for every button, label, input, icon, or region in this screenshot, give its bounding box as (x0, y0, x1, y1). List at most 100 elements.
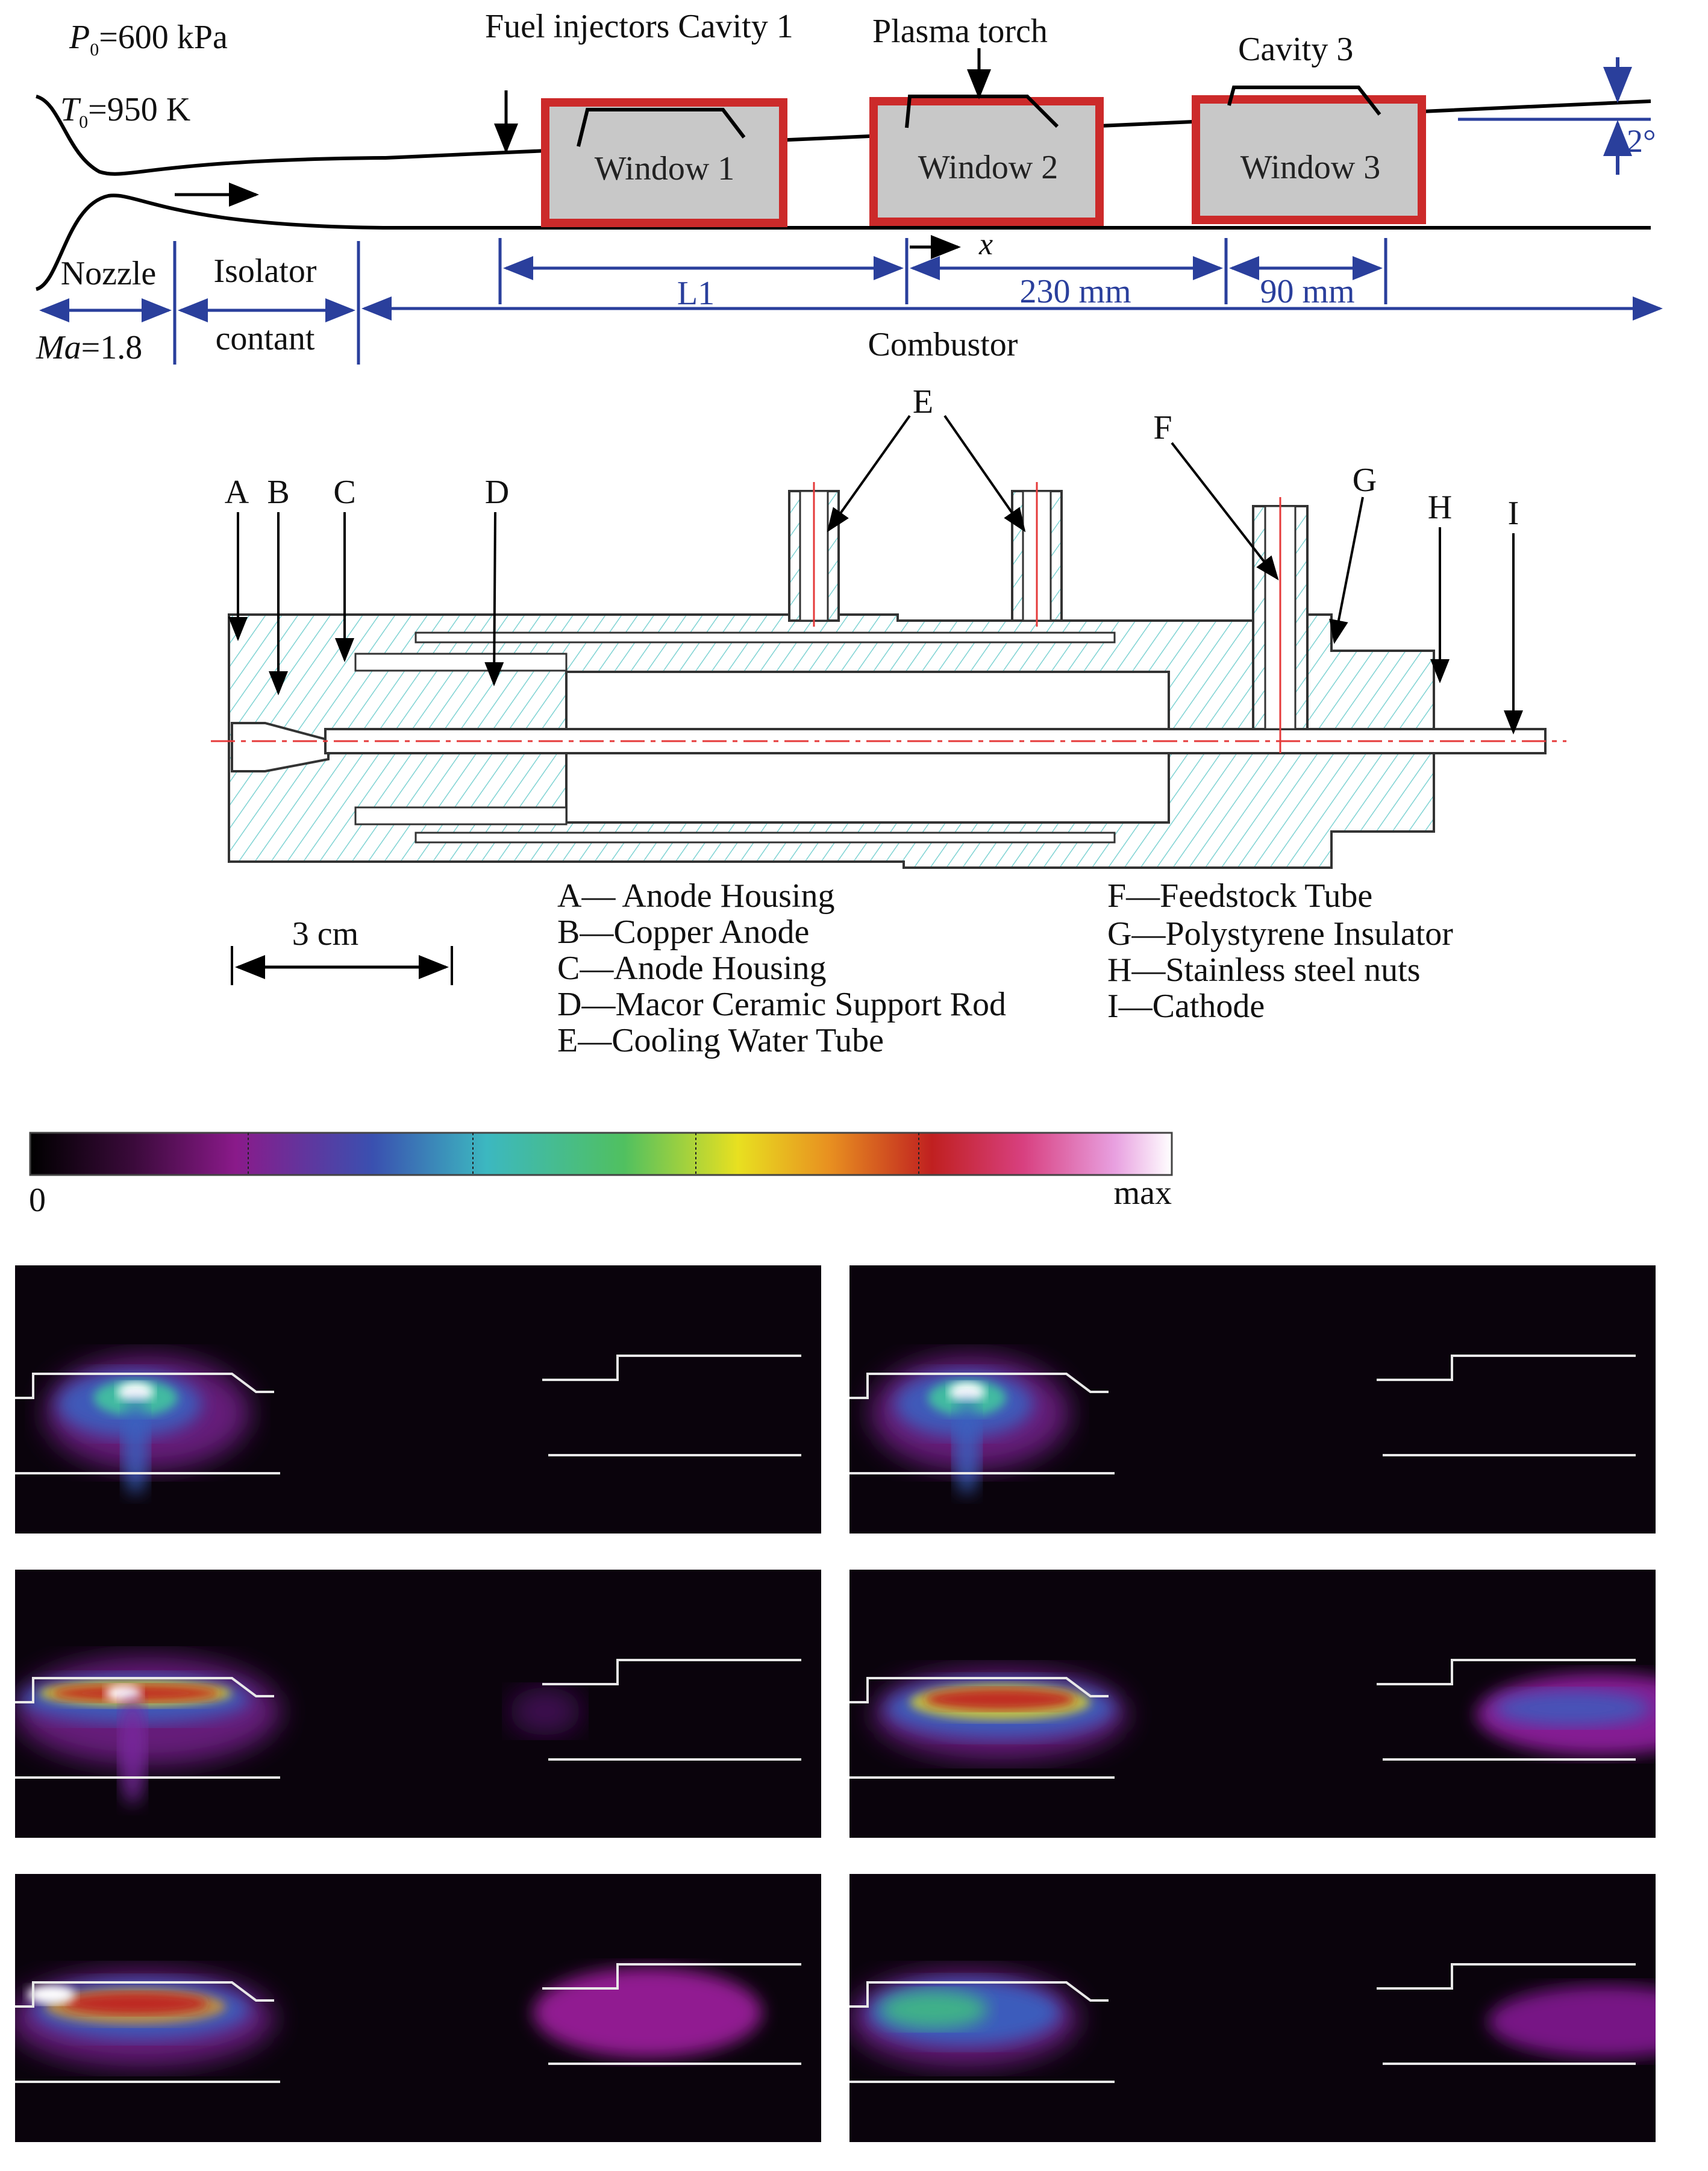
contant-label: contant (216, 320, 315, 357)
intensity-field (15, 1657, 581, 1805)
cavity-right-wall (1377, 1355, 1636, 1381)
chemiluminescence-panels (15, 1265, 1656, 2142)
heatmap-panel (849, 1570, 1656, 1838)
heatmap-panel (849, 1874, 1656, 2142)
nozzle-upper-wall (36, 95, 1651, 176)
cavity-1-outline (577, 108, 746, 147)
intensity-blob (880, 1990, 988, 2029)
intensity-blob (533, 1967, 762, 2058)
intensity-blob (27, 1985, 75, 2004)
intensity-field (45, 1356, 250, 1494)
leader-e2 (943, 415, 1026, 533)
torch-legend-right: F—Feedstock Tube G—Polystyrene Insulator… (1107, 877, 1453, 1025)
cavity-left-wall (849, 1677, 1109, 1703)
cavity-3-outline (1227, 86, 1381, 116)
intensity-blob (122, 1398, 149, 1494)
fuel-injectors-label: Fuel injectors Cavity 1 (485, 8, 793, 45)
nozzle-lower-wall (35, 193, 1651, 291)
leader-f (1171, 442, 1279, 581)
scale-label: 3 cm (292, 915, 358, 953)
cavity-right-wall (1377, 1659, 1636, 1685)
dim-90-label: 90 mm (1260, 273, 1354, 310)
legend-d: D—Macor Ceramic Support Rod (557, 986, 1006, 1023)
colorbar-gradient (29, 1132, 1173, 1176)
annular-slot-lower (414, 832, 1116, 844)
label-d: D (485, 474, 509, 511)
label-i: I (1508, 495, 1519, 532)
anode-housing-step-upper (354, 653, 568, 672)
cavity-right-wall (542, 1355, 801, 1381)
dim-230-label: 230 mm (1019, 273, 1131, 310)
window-2-label: Window 2 (918, 149, 1059, 186)
window-1-label: Window 1 (595, 150, 735, 187)
leader-g (1329, 497, 1364, 644)
legend-i: I—Cathode (1107, 988, 1265, 1025)
plasma-torch-section: A B C D E F G H I 3 cm A— Anode Housing … (211, 383, 1566, 1059)
isolator-label: Isolator (213, 252, 316, 290)
colorbar-max-label: max (1114, 1174, 1172, 1212)
legend-h: H—Stainless steel nuts (1107, 951, 1421, 989)
intensity-blob (117, 1382, 154, 1402)
leader-e1 (827, 415, 911, 533)
cavity-left-wall (849, 1373, 1109, 1399)
intensity-field (849, 1970, 1656, 2067)
cavity-right-wall (542, 1659, 801, 1685)
heatmap-panel (15, 1874, 821, 2142)
p0-label: P0=600 kPa (69, 19, 228, 60)
intensity-blob (1488, 1985, 1656, 2058)
legend-g: G—Polystyrene Insulator (1107, 915, 1453, 953)
window-2-frame (869, 97, 1104, 226)
colorbar: 0 max (29, 1132, 1173, 1219)
intensity-field (874, 1669, 1656, 1759)
combustor-label: Combustor (868, 326, 1018, 363)
window-3-label: Window 3 (1240, 149, 1381, 186)
cavity-left-wall (15, 1981, 274, 2008)
intensity-blob (1494, 1690, 1651, 1726)
anode-housing-step-lower (354, 806, 568, 825)
label-c: C (333, 474, 355, 511)
heatmap-panel (15, 1570, 821, 1838)
label-h: H (1428, 489, 1452, 526)
legend-c: C—Anode Housing (557, 950, 826, 987)
label-b: B (267, 474, 289, 511)
legend-e: E—Cooling Water Tube (557, 1022, 884, 1059)
label-e: E (913, 383, 933, 421)
plasma-torch-label: Plasma torch (872, 13, 1048, 50)
legend-b: B—Copper Anode (557, 913, 809, 951)
cavity-left-wall (15, 1373, 274, 1399)
heatmap-panel (849, 1265, 1656, 1533)
legend-a: A— Anode Housing (557, 877, 834, 915)
intensity-blob (63, 1993, 208, 2014)
label-a: A (225, 474, 249, 511)
nozzle-label: Nozzle (61, 255, 157, 292)
cavity-left-wall (849, 1981, 1109, 2008)
label-g: G (1353, 462, 1377, 499)
cavity-left-wall (15, 1677, 274, 1703)
anode-channel (231, 722, 330, 772)
label-f: F (1153, 409, 1172, 446)
l1-label: L1 (677, 275, 715, 312)
colorbar-ticks (248, 1133, 919, 1175)
intensity-blob (509, 1687, 581, 1735)
intensity-blob (954, 1398, 980, 1494)
cavity-3-label: Cavity 3 (1238, 31, 1353, 68)
heatmap-panel (15, 1265, 821, 1533)
t0-label: T0=950 K (60, 91, 190, 132)
window-3-frame (1192, 95, 1426, 224)
angle-label: 2° (1627, 123, 1656, 159)
legend-f: F—Feedstock Tube (1107, 877, 1372, 915)
annular-slot-upper (414, 631, 1116, 644)
scramjet-schematic: Window 1 Window 2 Window 3 P0=600 kPa T0… (35, 8, 1663, 366)
cavity-right-wall (542, 1963, 801, 1990)
mach-label: Ma=1.8 (36, 329, 142, 366)
torch-legend-left: A— Anode Housing B—Copper Anode C—Anode … (557, 877, 1006, 1059)
intensity-blob (925, 1688, 1075, 1710)
intensity-field (15, 1967, 762, 2067)
cavity-right-wall (1377, 1963, 1636, 1990)
leader-d (484, 512, 504, 686)
intensity-field (871, 1356, 1069, 1494)
x-axis-label: x (978, 227, 993, 262)
colorbar-min-label: 0 (29, 1182, 46, 1219)
intensity-blob (119, 1696, 146, 1805)
intensity-blob (949, 1382, 985, 1402)
